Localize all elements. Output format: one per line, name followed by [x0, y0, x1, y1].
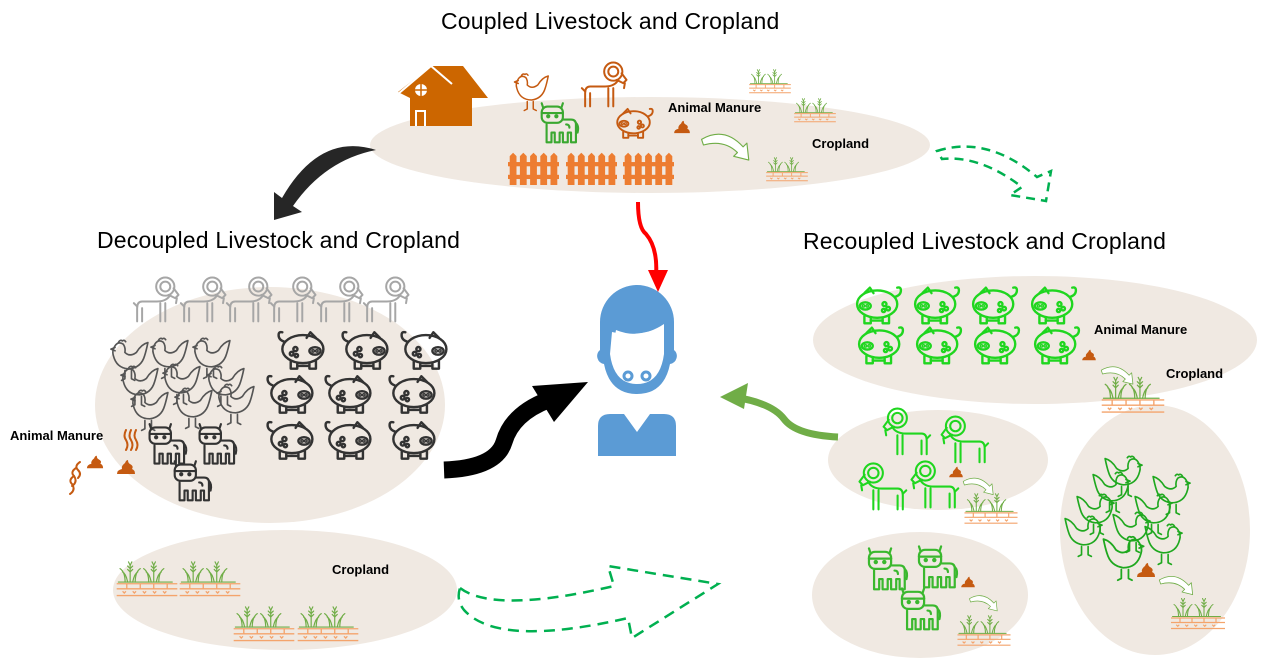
dashed-arrow-coupled-to-recoupled: [935, 145, 1053, 203]
odor-icon: [69, 429, 139, 495]
arrow-decoupled-to-person: [443, 382, 588, 479]
fence-icon: [508, 152, 559, 185]
background-ellipses: [95, 97, 1257, 658]
arrow-coupled-to-person: [636, 201, 668, 292]
decoupled-node: [69, 276, 448, 642]
title-recoupled: Recoupled Livestock and Cropland: [803, 228, 1167, 254]
manure-icon: [86, 455, 104, 469]
dashed-arrow-decoupled-to-recoupled: [457, 564, 722, 641]
label-coupled-cropland: Cropland: [812, 136, 870, 151]
label-decoupled-cropland: Cropland: [332, 562, 390, 577]
fence-icon: [623, 152, 674, 185]
label-recoupled-cropland: Cropland: [1166, 366, 1224, 381]
label-coupled-manure: Animal Manure: [668, 100, 762, 115]
person-icon: [597, 285, 677, 456]
title-coupled: Coupled Livestock and Cropland: [441, 8, 780, 34]
crop-plot-icon: [748, 69, 792, 94]
coupled-node: [397, 61, 837, 185]
barn-icon: [397, 64, 488, 126]
label-recoupled-manure: Animal Manure: [1094, 322, 1188, 337]
decoupled-cropland-ellipse: [113, 530, 457, 650]
arrow-recoupled-to-person: [720, 383, 839, 441]
label-decoupled-manure: Animal Manure: [10, 428, 104, 443]
title-decoupled: Decoupled Livestock and Cropland: [97, 227, 461, 253]
fence-icon: [566, 152, 617, 185]
arrow-coupled-to-decoupled: [274, 146, 376, 220]
recoupled-goats-ellipse: [828, 410, 1048, 510]
